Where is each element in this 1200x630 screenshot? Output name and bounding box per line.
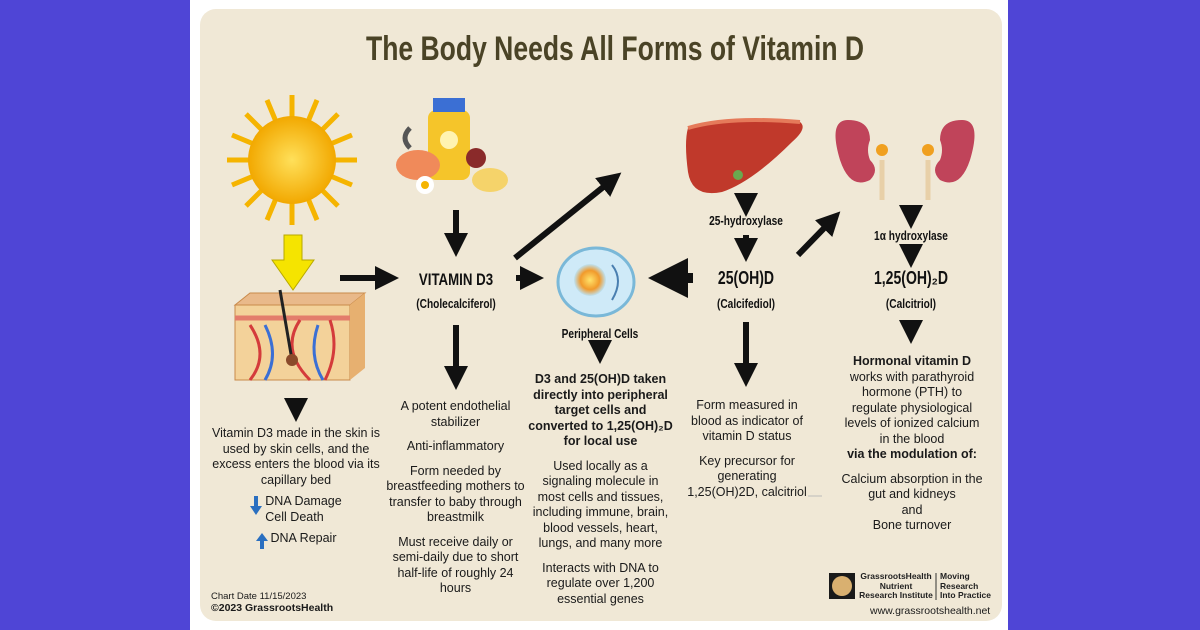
skin-notes: Vitamin D3 made in the skin is used by s…: [212, 426, 380, 549]
25-hydroxylase-label: 25-hydroxylase: [709, 213, 783, 228]
calcifediol-formula: 25(OH)D: [717, 268, 775, 288]
tagline-3: Into Practice: [940, 590, 992, 600]
arrow-d3-to-liver: [513, 172, 622, 261]
logo-line1: GrassrootsHealth: [860, 571, 932, 581]
calcifediol-notes: Form measured in blood as indicator of v…: [686, 398, 808, 509]
calcitriol-label: (Calcitriol): [885, 296, 937, 311]
1a-hydroxylase-label: 1α hydroxylase: [874, 228, 948, 243]
note-dna-genes: Interacts with DNA to regulate over 1,20…: [542, 560, 659, 606]
yellow-down-arrow: [271, 234, 315, 291]
note-blood-indicator: Form measured in blood as indicator of v…: [691, 398, 803, 443]
cell-death-label: Cell Death: [265, 509, 324, 524]
peripheral-cell-image: [556, 246, 636, 318]
hormonal-text: works with parathyroid hormone (PTH) to …: [844, 369, 980, 446]
note-signaling: Used locally as a signaling molecule in …: [532, 458, 669, 551]
calcium-absorption: Calcium absorption in the gut and kidney…: [841, 471, 983, 502]
vitamin-d3-label: VITAMIN D3: [418, 270, 494, 289]
chart-date: Chart Date 11/15/2023: [211, 591, 307, 602]
skin-cross-section-image: [233, 289, 367, 382]
calcitriol-formula: 1,25(OH)₂D: [873, 268, 949, 288]
modulation-heading: via the modulation of:: [847, 447, 977, 461]
hormonal-heading: Hormonal vitamin D: [852, 354, 972, 368]
calcifediol-label: (Calcifediol): [716, 296, 776, 311]
dna-repair-text: DNA Repair: [270, 531, 337, 545]
note-half-life: Must receive daily or semi-daily due to …: [392, 534, 519, 596]
sun-icon: [227, 95, 357, 225]
cells-notes: D3 and 25(OH)D taken directly into perip…: [528, 372, 673, 616]
dna-damage-label: DNA Damage: [265, 494, 342, 508]
cholecalciferol-label: (Cholecalciferol): [416, 296, 496, 311]
blue-up-arrow-icon: [255, 533, 268, 549]
logo-line2: Nutrient: [879, 580, 913, 591]
page-title: The Body Needs All Forms of Vitamin D: [366, 30, 865, 68]
tagline-2: Research: [940, 580, 979, 591]
kidneys-image: [835, 120, 975, 200]
bone-turnover: Bone turnover: [872, 518, 952, 532]
note-breastfeeding: Form needed by breastfeeding mothers to …: [386, 463, 525, 525]
peripheral-cells-label: Peripheral Cells: [561, 326, 639, 341]
liver-image: [686, 118, 803, 194]
tagline-1: Moving: [940, 571, 970, 581]
vitamin-d-foods-image: [396, 98, 508, 194]
copyright: ©2023 GrassrootsHealth: [211, 602, 334, 614]
and-text: and: [901, 502, 923, 517]
blue-down-arrow-icon: [250, 496, 263, 515]
tagline: Moving Research Into Practice: [940, 571, 992, 601]
dna-repair-row: DNA Repair: [212, 531, 380, 549]
note-precursor: Key precursor for generating 1,25(OH)2D,…: [687, 453, 807, 499]
skin-text: Vitamin D3 made in the skin is used by s…: [212, 426, 380, 487]
calcitriol-notes: Hormonal vitamin D works with parathyroi…: [840, 354, 984, 534]
note-anti-inflammatory: Anti-inflammatory: [406, 439, 505, 453]
website-link[interactable]: www.grassrootshealth.net: [870, 605, 991, 617]
d3-notes: A potent endothelial stabilizer Anti-inf…: [383, 399, 528, 606]
logo-text: GrassrootsHealth Nutrient Research Insti…: [858, 571, 934, 601]
arrow-calcifediol-to-kidney: [795, 211, 841, 258]
note-endothelial: A potent endothelial stabilizer: [400, 399, 511, 429]
logo-line3: Research Institute: [859, 590, 933, 600]
cells-bold-note: D3 and 25(OH)D taken directly into perip…: [528, 372, 673, 448]
grassroots-logo-icon: [829, 573, 855, 599]
